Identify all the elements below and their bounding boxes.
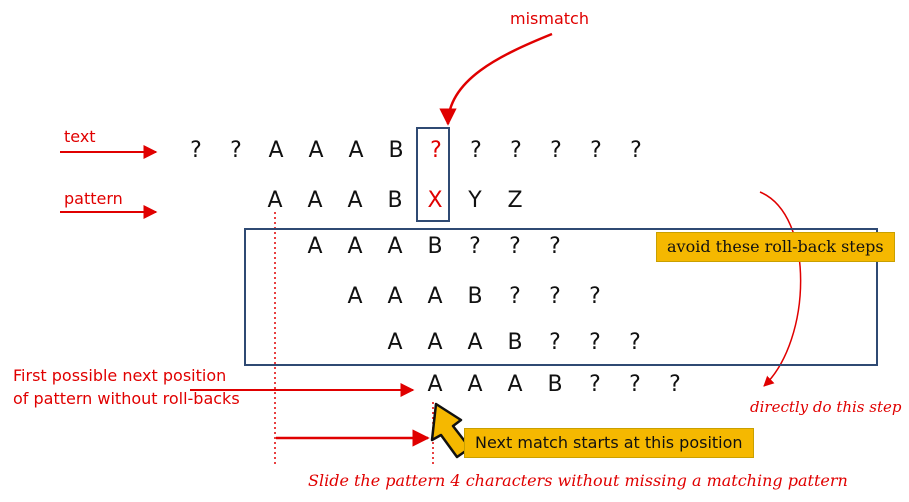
next-char: A: [467, 372, 483, 397]
text-char: ?: [590, 138, 602, 163]
text-char: A: [268, 138, 284, 163]
rollback3-char: ?: [629, 330, 641, 355]
rollback2-char: ?: [589, 284, 601, 309]
text-char: ?: [190, 138, 202, 163]
pattern-char: X: [427, 188, 443, 213]
rollback2-char: A: [427, 284, 443, 309]
text-char: B: [388, 138, 404, 163]
next-char: ?: [629, 372, 641, 397]
pattern-label: pattern: [64, 189, 123, 208]
rollback3-char: ?: [549, 330, 561, 355]
next-char: B: [547, 372, 563, 397]
rollback2-char: A: [347, 284, 363, 309]
rollback2-char: ?: [509, 284, 521, 309]
directly-note: directly do this step: [750, 398, 902, 416]
mismatch-arrow: [439, 32, 553, 126]
rollback1-char: B: [427, 234, 443, 259]
pattern-char: Z: [507, 188, 523, 213]
text-label: text: [64, 127, 96, 146]
rollback3-char: A: [387, 330, 403, 355]
pattern-char: A: [307, 188, 323, 213]
rollback3-char: ?: [589, 330, 601, 355]
first-possible-label-line2: of pattern without roll-backs: [13, 389, 240, 408]
pattern-char: A: [267, 188, 283, 213]
pattern-char: A: [347, 188, 363, 213]
next-char: ?: [589, 372, 601, 397]
rollback2-char: B: [467, 284, 483, 309]
text-char: ?: [630, 138, 642, 163]
slide-note: Slide the pattern 4 characters without m…: [308, 471, 848, 490]
text-char: A: [308, 138, 324, 163]
rollback1-char: ?: [509, 234, 521, 259]
text-char: A: [348, 138, 364, 163]
text-char: ?: [550, 138, 562, 163]
next-char: ?: [669, 372, 681, 397]
rollback2-char: A: [387, 284, 403, 309]
next-char: A: [507, 372, 523, 397]
rollback1-char: A: [307, 234, 323, 259]
rollback3-char: A: [467, 330, 483, 355]
mismatch-highlight-box: [416, 127, 450, 222]
rollback1-char: ?: [549, 234, 561, 259]
rollback2-char: ?: [549, 284, 561, 309]
text-char: ?: [470, 138, 482, 163]
rollback1-char: A: [387, 234, 403, 259]
first-possible-label-line1: First possible next position: [13, 366, 227, 385]
mismatch-label: mismatch: [510, 9, 589, 28]
rollback3-char: B: [507, 330, 523, 355]
avoid-steps-callout: avoid these roll-back steps: [656, 232, 895, 262]
next-match-callout: Next match starts at this position: [464, 428, 754, 458]
text-char: ?: [430, 138, 442, 163]
text-char: ?: [230, 138, 242, 163]
pattern-char: B: [387, 188, 403, 213]
pointer-arrow: [430, 402, 472, 459]
rollback1-char: ?: [469, 234, 481, 259]
pattern-char: Y: [468, 188, 482, 213]
next-char: A: [427, 372, 443, 397]
rollback1-char: A: [347, 234, 363, 259]
rollback-steps-frame: [244, 228, 878, 366]
rollback3-char: A: [427, 330, 443, 355]
text-char: ?: [510, 138, 522, 163]
